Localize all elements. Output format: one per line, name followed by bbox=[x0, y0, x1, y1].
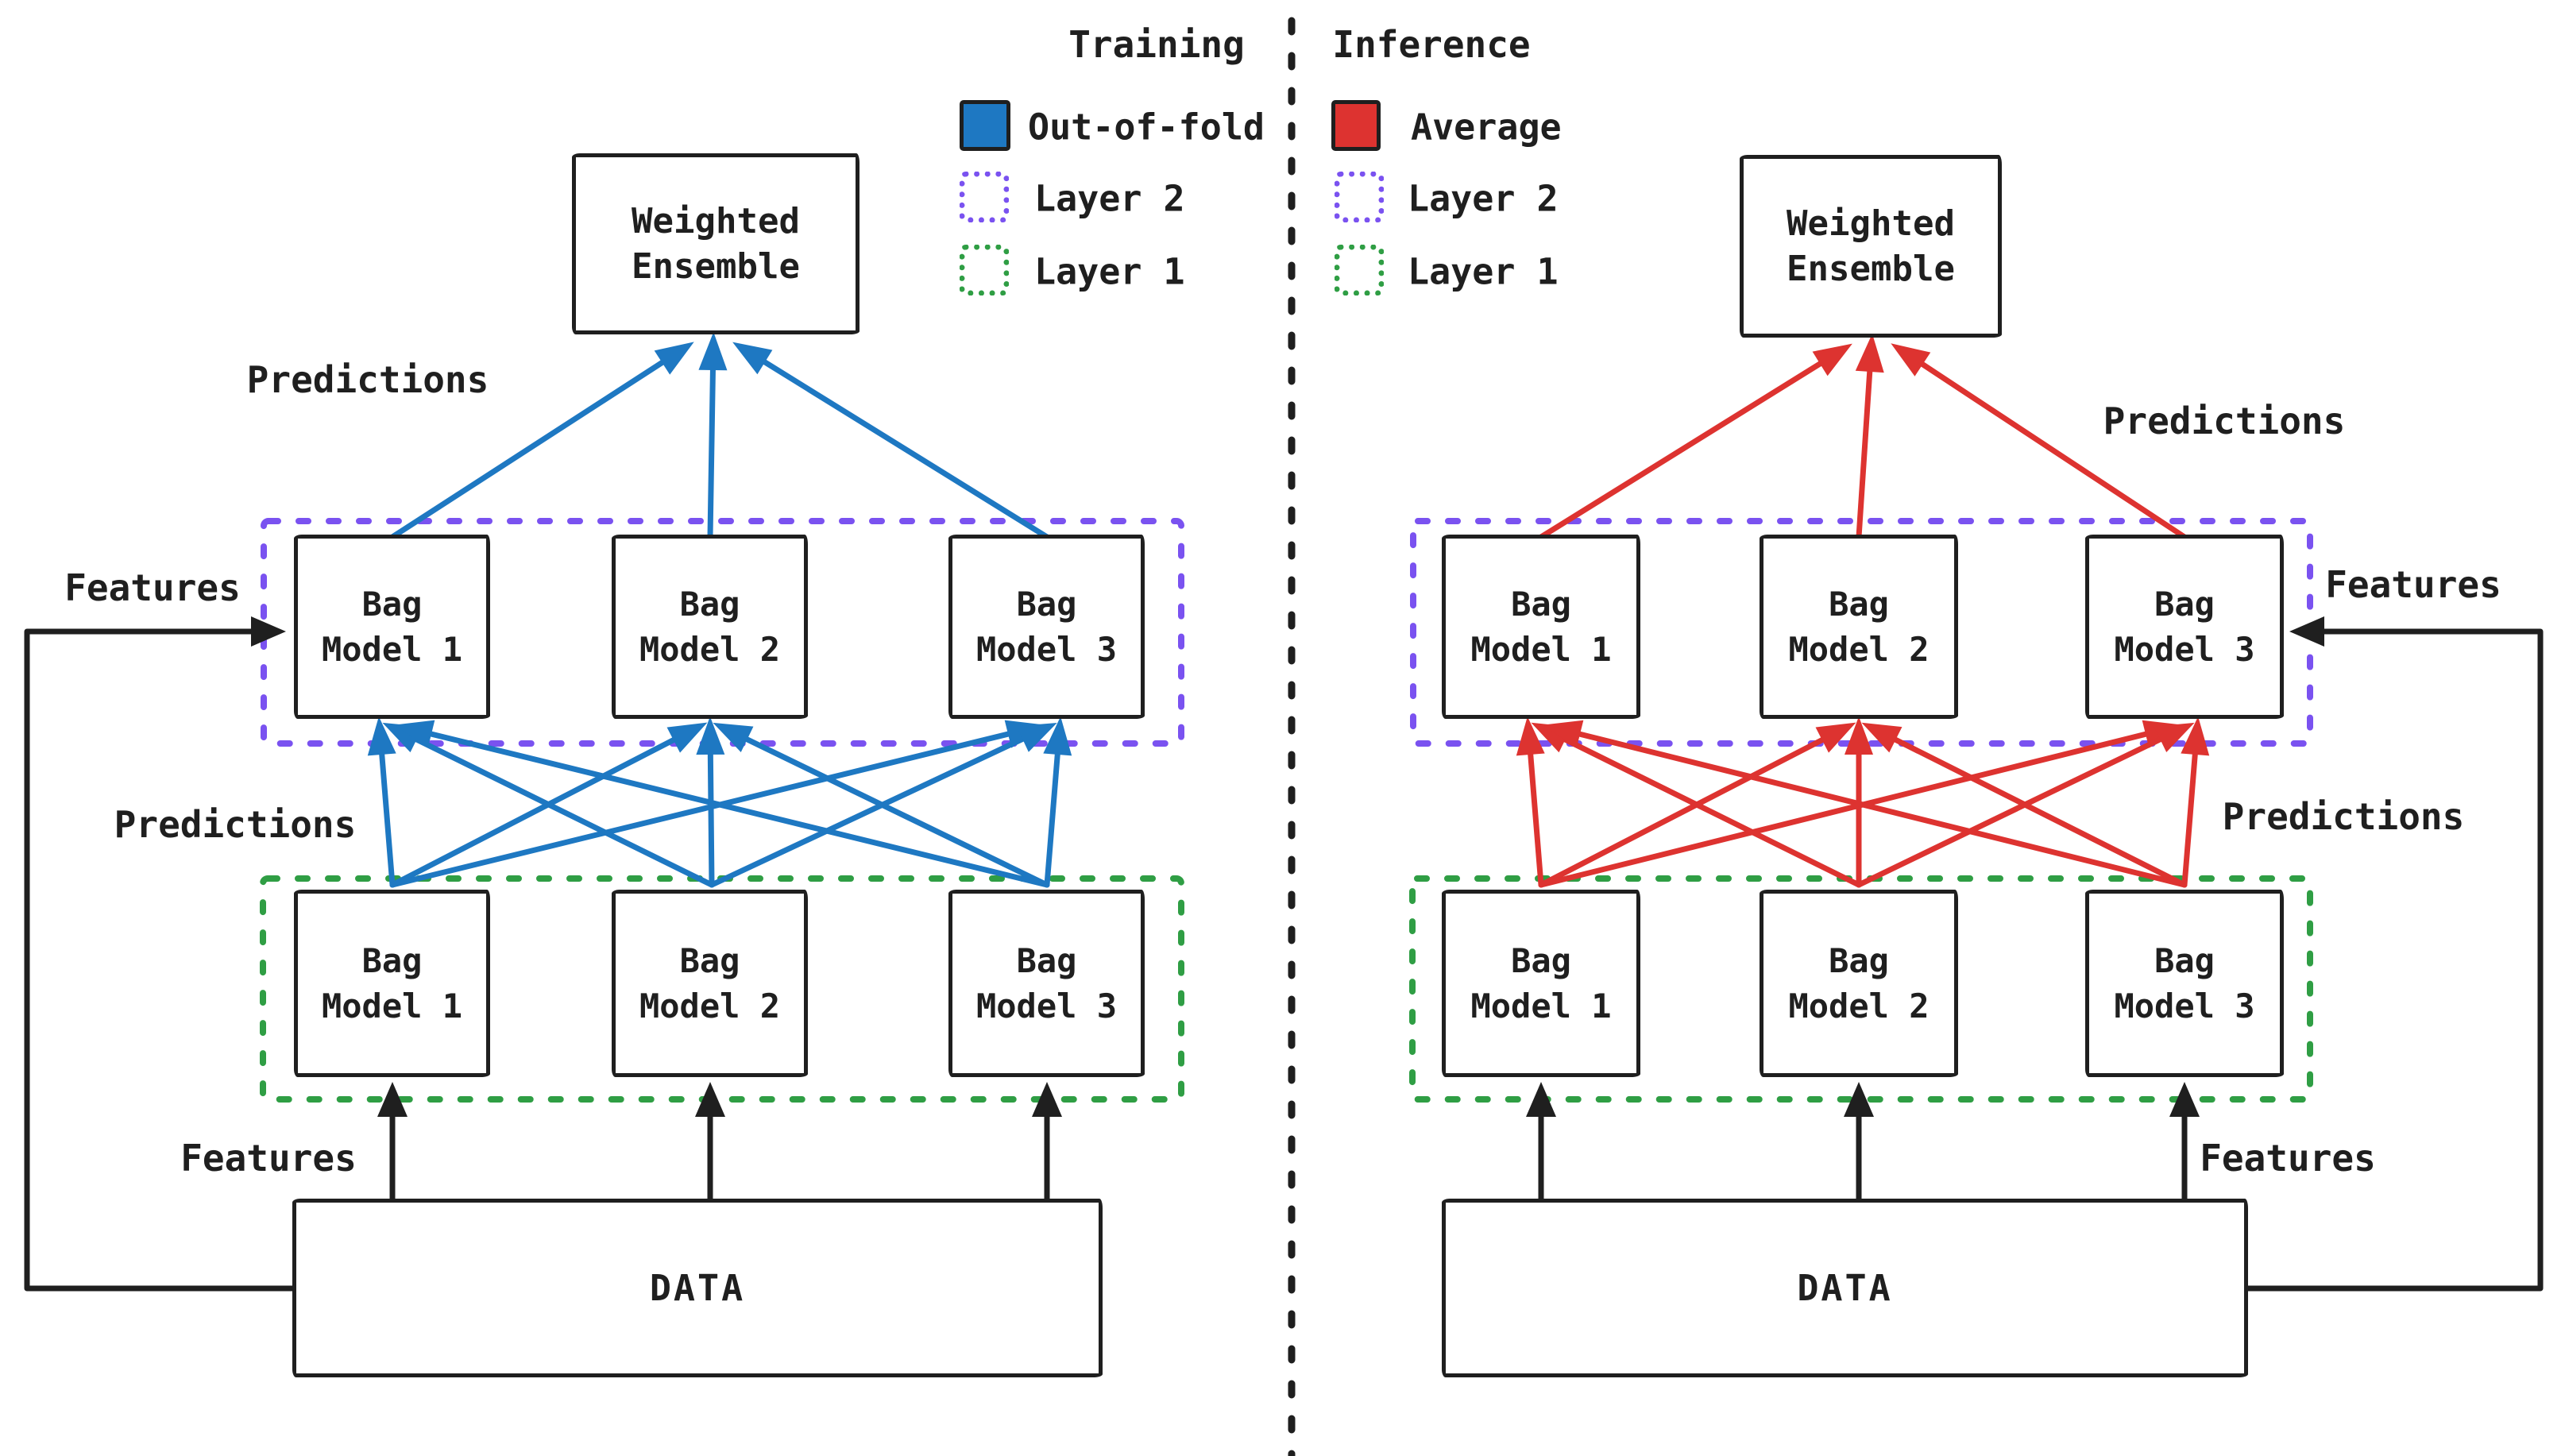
training-layer1-bag-model-1-box: Bag Model 1 bbox=[294, 890, 490, 1077]
training-predictions-top-label: Predictions bbox=[246, 358, 489, 401]
inference-layer2-bag-model-3-box: Bag Model 3 bbox=[2085, 535, 2284, 719]
inference-features-loop-arrow bbox=[2243, 616, 2544, 1292]
inference-prediction-arrow bbox=[1538, 343, 1852, 540]
inference-prediction-arrow bbox=[2181, 716, 2210, 888]
bag-model-label: Bag bbox=[1829, 941, 1889, 980]
bag-model-label: Bag bbox=[679, 585, 740, 624]
bag-model-label: Model 3 bbox=[975, 987, 1117, 1025]
bag-model-label: Model 2 bbox=[639, 987, 780, 1025]
inference-prediction-arrow bbox=[1531, 722, 1862, 888]
inference-feature-arrows bbox=[1526, 616, 2544, 1292]
training-layer2-legend-swatch-icon bbox=[960, 172, 1009, 222]
inference-prediction-arrow bbox=[1516, 716, 1545, 888]
weighted-ensemble-label: Weighted bbox=[632, 201, 800, 241]
bag-model-label: Model 3 bbox=[975, 630, 1117, 669]
training-layer1-bag-model-2-box: Bag Model 2 bbox=[612, 890, 808, 1077]
inference-features-side-label: Features bbox=[2325, 563, 2501, 606]
training-feature-arrows bbox=[24, 616, 1062, 1292]
bag-model-label: Bag bbox=[1016, 585, 1077, 624]
inference-prediction-arrow bbox=[1861, 722, 2188, 888]
training-prediction-arrow bbox=[696, 716, 725, 888]
training-features-bottom-label: Features bbox=[180, 1137, 357, 1180]
inference-weighted-ensemble-box: Weighted Ensemble bbox=[1740, 155, 2002, 338]
inference-layer1-bag-model-1-box: Bag Model 1 bbox=[1442, 890, 1640, 1077]
weighted-ensemble-label: Ensemble bbox=[632, 246, 800, 287]
inference-legend-title: Inference bbox=[1332, 23, 1531, 66]
inference-prediction-arrow bbox=[1855, 334, 1884, 540]
bag-model-label: Bag bbox=[1829, 585, 1889, 624]
training-prediction-arrow bbox=[382, 722, 715, 888]
training-layer1-bag-model-3-box: Bag Model 3 bbox=[948, 890, 1145, 1077]
inference-layer1-legend-swatch-icon bbox=[1335, 245, 1384, 295]
out-of-fold-swatch-icon bbox=[960, 100, 1010, 151]
bag-model-label: Bag bbox=[361, 941, 423, 980]
bag-model-label: Bag bbox=[361, 585, 423, 624]
training-prediction-arrow bbox=[389, 342, 694, 540]
training-layer2-bag-model-2-box: Bag Model 2 bbox=[612, 535, 808, 719]
average-swatch-icon bbox=[1331, 100, 1381, 151]
training-layer2-bag-model-3-box: Bag Model 3 bbox=[948, 535, 1145, 719]
training-layer2-outline bbox=[261, 518, 1184, 747]
bag-model-label: Model 1 bbox=[321, 987, 462, 1025]
training-prediction-arrow bbox=[389, 722, 708, 888]
inference-prediction-arrow bbox=[1538, 722, 1856, 888]
training-layer2-bag-model-1-box: Bag Model 1 bbox=[294, 535, 490, 719]
training-prediction-arrow bbox=[394, 720, 1050, 888]
out-of-fold-label: Out-of-fold bbox=[1028, 106, 1265, 149]
bag-model-label: Model 2 bbox=[639, 630, 780, 669]
training-prediction-arrows bbox=[367, 332, 1072, 888]
bag-model-label: Model 1 bbox=[1470, 630, 1612, 669]
weighted-ensemble-label: Weighted bbox=[1787, 203, 1955, 244]
training-prediction-arrow bbox=[698, 332, 728, 540]
training-weighted-ensemble-box: Weighted Ensemble bbox=[572, 153, 860, 334]
data-label: DATA bbox=[1797, 1267, 1893, 1309]
inference-prediction-arrow bbox=[1856, 722, 2195, 888]
training-features-side-label: Features bbox=[64, 566, 241, 609]
training-prediction-arrow bbox=[713, 722, 1050, 888]
bag-model-label: Model 3 bbox=[2114, 630, 2255, 669]
inference-layer2-legend-swatch-icon bbox=[1335, 172, 1384, 222]
average-label: Average bbox=[1411, 106, 1562, 149]
training-legend-title: Training bbox=[1068, 23, 1245, 66]
inference-layer1-outline bbox=[1409, 875, 2313, 1103]
inference-layer1-bag-model-3-box: Bag Model 3 bbox=[2085, 890, 2284, 1077]
inference-predictions-top-label: Predictions bbox=[2103, 400, 2346, 442]
inference-layer1-legend-label: Layer 1 bbox=[1408, 250, 1559, 293]
inference-prediction-arrow bbox=[1543, 720, 2188, 888]
bag-model-label: Model 1 bbox=[321, 630, 462, 669]
weighted-ensemble-label: Ensemble bbox=[1787, 249, 1955, 289]
inference-features-bottom-label: Features bbox=[2200, 1137, 2376, 1180]
bag-model-label: Model 2 bbox=[1788, 630, 1930, 669]
bag-model-label: Model 3 bbox=[2114, 987, 2255, 1025]
bag-model-label: Bag bbox=[2154, 941, 2215, 980]
bag-model-label: Bag bbox=[679, 941, 740, 980]
bag-model-label: Bag bbox=[1016, 941, 1077, 980]
inference-layer1-bag-model-2-box: Bag Model 2 bbox=[1760, 890, 1958, 1077]
training-prediction-arrow bbox=[1043, 716, 1072, 888]
inference-layer2-bag-model-2-box: Bag Model 2 bbox=[1760, 535, 1958, 719]
bag-model-label: Model 1 bbox=[1470, 987, 1612, 1025]
inference-prediction-arrow bbox=[1891, 343, 2188, 540]
inference-data-box: DATA bbox=[1442, 1199, 2248, 1377]
training-layer2-legend-label: Layer 2 bbox=[1034, 177, 1185, 220]
inference-prediction-arrows bbox=[1516, 334, 2210, 888]
bag-model-label: Bag bbox=[2154, 585, 2215, 624]
inference-predictions-mid-label: Predictions bbox=[2222, 795, 2465, 838]
inference-layer2-legend-label: Layer 2 bbox=[1408, 177, 1559, 220]
training-predictions-mid-label: Predictions bbox=[114, 803, 357, 846]
bag-model-label: Bag bbox=[1511, 941, 1571, 980]
training-layer1-legend-swatch-icon bbox=[960, 245, 1009, 295]
training-prediction-arrow bbox=[732, 342, 1050, 540]
training-data-box: DATA bbox=[292, 1199, 1103, 1377]
bag-model-label: Model 2 bbox=[1788, 987, 1930, 1025]
training-prediction-arrow bbox=[367, 716, 396, 888]
training-features-loop-arrow bbox=[24, 616, 299, 1292]
bag-model-label: Bag bbox=[1511, 585, 1571, 624]
training-layer1-legend-label: Layer 1 bbox=[1034, 250, 1185, 293]
data-label: DATA bbox=[649, 1267, 746, 1309]
inference-layer2-bag-model-1-box: Bag Model 1 bbox=[1442, 535, 1640, 719]
